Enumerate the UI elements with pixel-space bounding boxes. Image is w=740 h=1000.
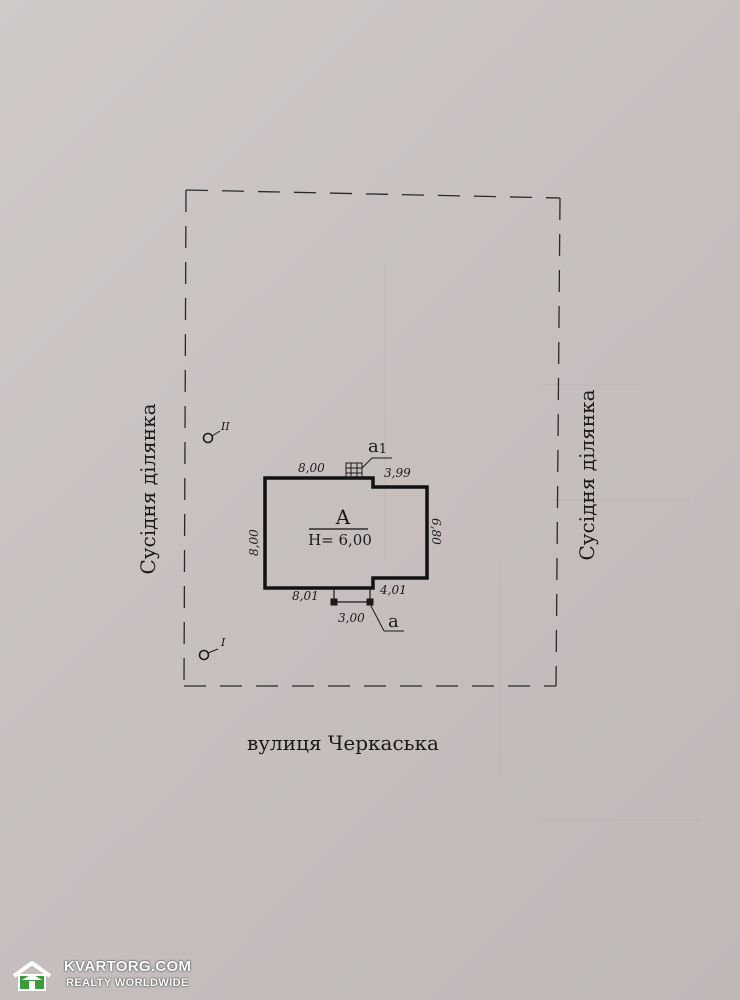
- dim-left: 8,00: [247, 529, 261, 556]
- label-a1: а1: [368, 436, 387, 457]
- dim-bottom-right: 4,01: [379, 583, 407, 597]
- survey-point-2-label: II: [220, 420, 230, 433]
- extension-a1: [345, 457, 392, 479]
- dim-bottom-left: 8,01: [292, 589, 319, 603]
- dim-right: 6,80: [429, 518, 443, 545]
- building-outline: [263, 476, 429, 590]
- watermark-name: KVARTORG.COM: [64, 958, 192, 975]
- dim-porch: 3,00: [338, 611, 365, 625]
- watermark: KVARTORG.COM REALTY WORLDWIDE: [8, 958, 198, 994]
- survey-point-1: [198, 648, 219, 661]
- street-label: вулиця Черкаська: [247, 731, 439, 755]
- dim-top-left: 8,00: [298, 461, 325, 475]
- bleed-through-lines: [384, 262, 700, 821]
- building-height: Н= 6,00: [308, 531, 372, 549]
- survey-point-2: [202, 430, 221, 444]
- site-boundary: [183, 189, 561, 687]
- neighbor-label-right: Сусідня ділянка: [575, 389, 599, 560]
- porch-a: [330, 588, 404, 632]
- dim-top-right: 3,99: [384, 466, 411, 480]
- survey-point-1-label: I: [220, 636, 226, 649]
- neighbor-label-left: Сусідня ділянка: [136, 403, 160, 574]
- building-letter: А: [335, 505, 350, 529]
- label-a: а: [388, 611, 399, 632]
- house-logo-icon: [12, 961, 52, 991]
- watermark-subtitle: REALTY WORLDWIDE: [66, 977, 189, 989]
